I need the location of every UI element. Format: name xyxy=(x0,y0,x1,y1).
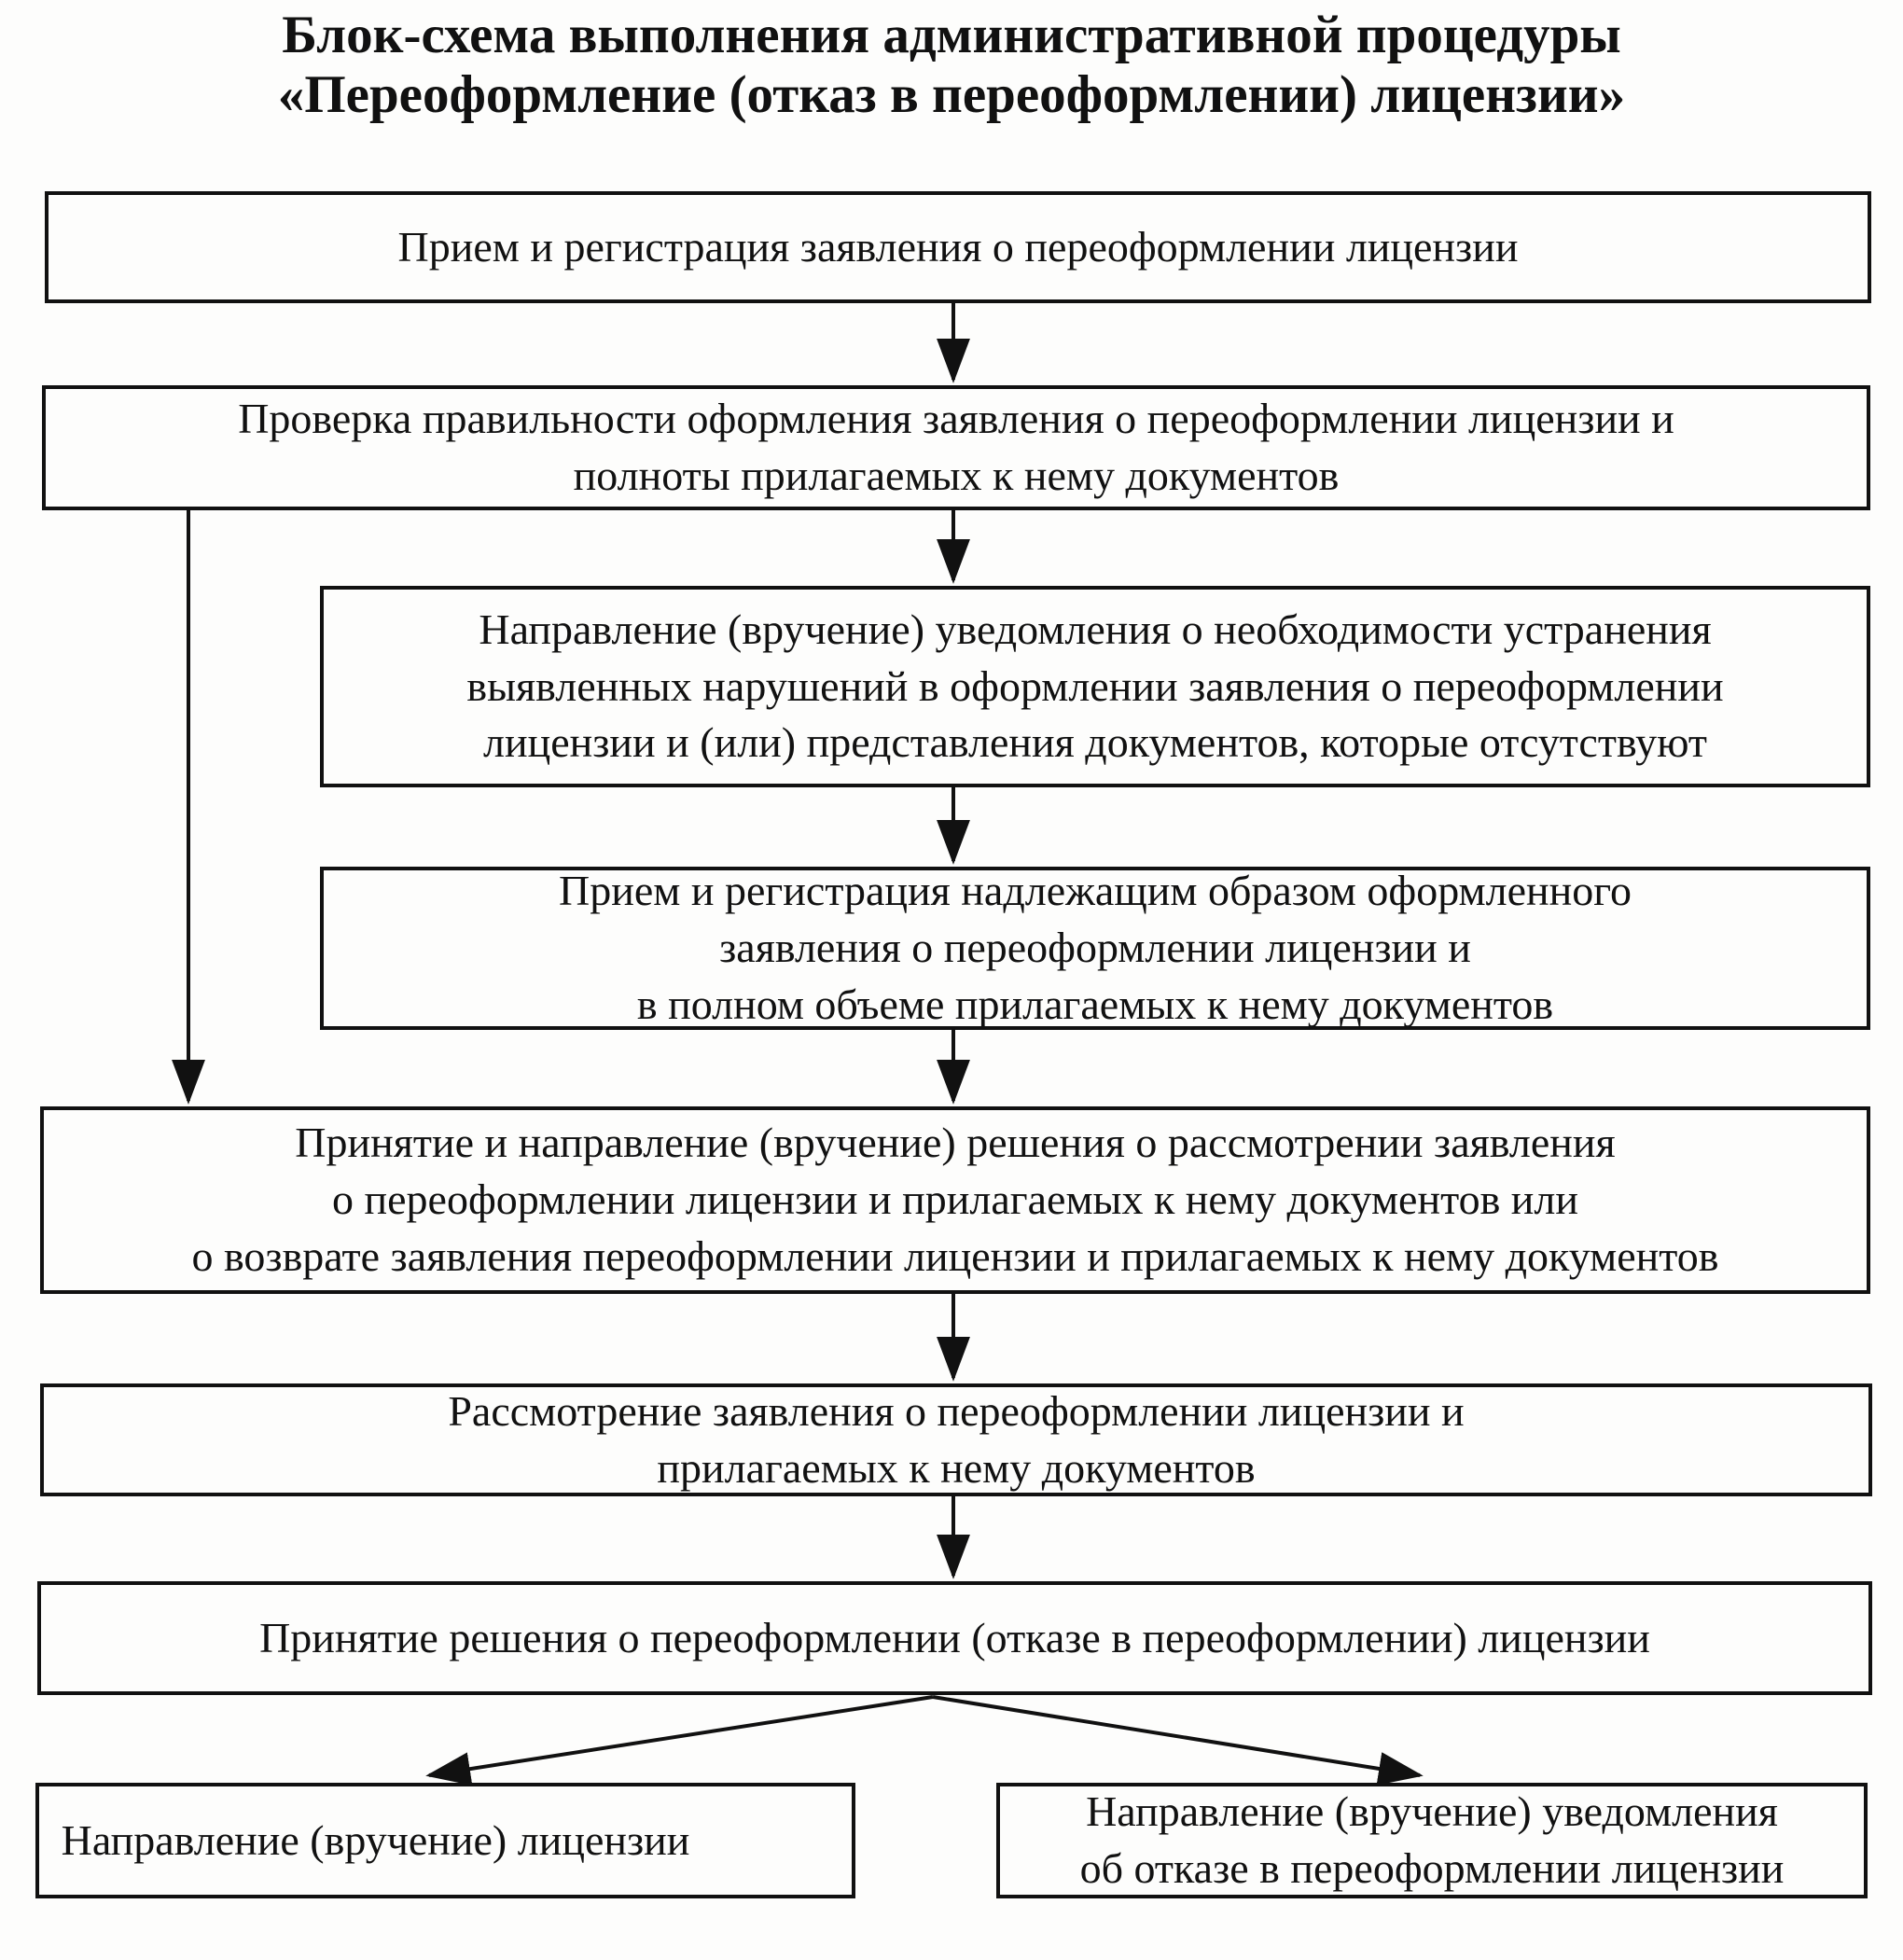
flow-box-verification: Проверка правильности оформления заявлен… xyxy=(42,385,1870,510)
box-text-line: Проверка правильности оформления заявлен… xyxy=(238,395,1674,443)
flow-box-decision-consider-or-return: Принятие и направление (вручение) решени… xyxy=(40,1106,1870,1294)
box-text-line: о переоформлении лицензии и прилагаемых … xyxy=(332,1175,1578,1224)
flow-box-notification-of-violations: Направление (вручение) уведомления о нео… xyxy=(320,586,1870,787)
box-text-line: в полном объеме прилагаемых к нему докум… xyxy=(636,980,1554,1028)
box-text-line: прилагаемых к нему документов xyxy=(657,1443,1256,1492)
box-text-line: заявления о переоформлении лицензии и xyxy=(719,924,1471,972)
page-title-line-2: «Переоформление (отказ в переоформлении)… xyxy=(277,64,1626,124)
flow-box-reception-proper-application: Прием и регистрация надлежащим образом о… xyxy=(320,867,1870,1030)
arrow-box7-to-box8-branch xyxy=(425,1695,934,1786)
page-title: Блок-схема выполнения административной п… xyxy=(0,6,1903,125)
box-text-line: Направление (вручение) уведомления о нео… xyxy=(479,605,1712,653)
box-text-line: полноты прилагаемых к нему документов xyxy=(573,452,1340,499)
arrow-box7-to-box9-branch xyxy=(932,1695,1424,1786)
flow-box-refusal-notification: Направление (вручение) уведомления об от… xyxy=(996,1783,1868,1898)
box-text-line: об отказе в переоформлении лицензии xyxy=(1079,1844,1785,1892)
box-text-line: Рассмотрение заявления о переоформлении … xyxy=(448,1386,1465,1435)
flow-box-reception-registration: Прием и регистрация заявления о переофор… xyxy=(45,191,1871,303)
page-title-line-1: Блок-схема выполнения административной п… xyxy=(282,6,1621,64)
box-text-line: лицензии и (или) представления документо… xyxy=(483,718,1707,767)
flow-box-license-delivery: Направление (вручение) лицензии xyxy=(35,1783,855,1898)
flow-box-decision-reissue-or-refusal: Принятие решения о переоформлении (отказ… xyxy=(37,1581,1872,1695)
box-text-line: Принятие и направление (вручение) решени… xyxy=(295,1119,1616,1167)
box-text-line: выявленных нарушений в оформлении заявле… xyxy=(466,661,1724,710)
box-text-line: Прием и регистрация надлежащим образом о… xyxy=(559,867,1632,915)
box-text-line: о возврате заявления переоформлении лице… xyxy=(191,1231,1719,1280)
box-text-line: Направление (вручение) лицензии xyxy=(61,1815,690,1864)
box-text-line: Направление (вручение) уведомления xyxy=(1086,1787,1778,1836)
flow-box-consideration: Рассмотрение заявления о переоформлении … xyxy=(40,1383,1872,1496)
box-text-line: Принятие решения о переоформлении (отказ… xyxy=(259,1613,1650,1661)
box-text-line: Прием и регистрация заявления о переофор… xyxy=(397,222,1519,271)
